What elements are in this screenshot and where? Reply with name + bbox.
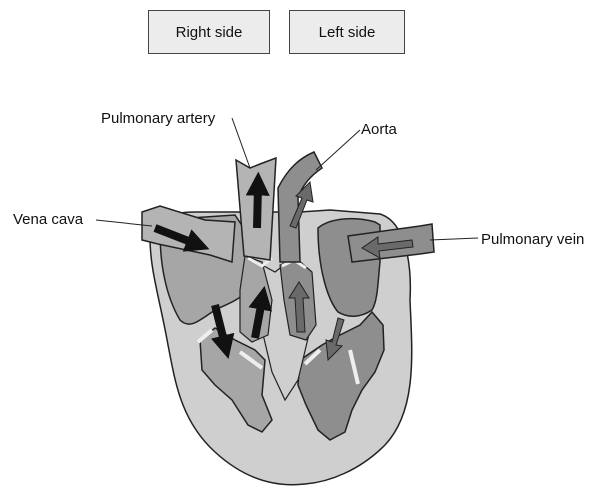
arrow-pulmonary-artery xyxy=(257,186,258,228)
label-pulmonary-vein: Pulmonary vein xyxy=(481,231,584,248)
label-aorta: Aorta xyxy=(361,121,398,138)
label-pulmonary-artery: Pulmonary artery xyxy=(101,110,216,127)
leader-pulmonary-vein xyxy=(430,238,478,240)
leader-aorta xyxy=(316,130,360,170)
label-vena-cava: Vena cava xyxy=(13,211,84,228)
leader-pulmonary-artery xyxy=(232,118,250,168)
